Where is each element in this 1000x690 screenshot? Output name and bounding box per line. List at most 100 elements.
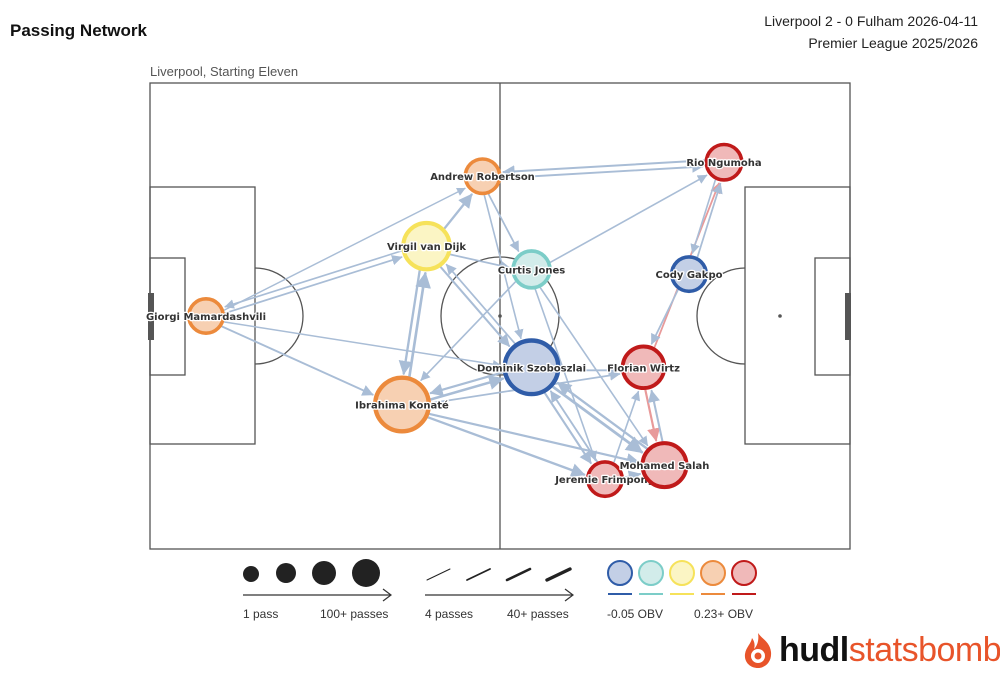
- player-name-label: Rio Ngumoha: [686, 158, 761, 169]
- left-penalty-arc: [254, 267, 304, 365]
- legend-obv-swatch-mid-low: [638, 560, 664, 586]
- player-node-circle: [704, 142, 744, 182]
- player-node-circle: [640, 441, 689, 490]
- right-penalty-area: [744, 186, 851, 445]
- pass-line: [623, 470, 642, 483]
- player-node-circle: [502, 338, 561, 397]
- centre-spot: [498, 314, 502, 318]
- pass-line: [650, 289, 679, 345]
- pass-line: [224, 250, 403, 309]
- pass-line: [500, 161, 704, 180]
- legend-obv-swatch-mid-high: [700, 560, 726, 586]
- match-result: Liverpool 2 - 0 Fulham 2026-04-11: [764, 13, 978, 29]
- player-node-circle: [463, 157, 502, 196]
- right-penalty-spot: [778, 314, 782, 318]
- player-node: Jeremie Frimpong: [553, 460, 656, 499]
- player-name-label: Curtis Jones: [498, 265, 566, 276]
- legend-width-line: [505, 567, 532, 582]
- pass-line: [223, 187, 466, 311]
- player-node: Virgil van Dijk: [386, 220, 468, 272]
- pass-line: [439, 266, 511, 347]
- legend-width-line: [466, 568, 491, 581]
- legend-size-dot: [276, 563, 296, 583]
- legend-obv-swatch-low: [607, 560, 633, 586]
- player-node-circle: [401, 220, 452, 272]
- team-label: Liverpool, Starting Eleven: [150, 64, 299, 79]
- brand-wordmark-statsbomb: statsbomb: [848, 631, 1000, 669]
- legend-obv-swatch-high: [731, 560, 757, 586]
- right-goal: [845, 293, 851, 340]
- player-name-label: Giorgi Mamardashvili: [146, 312, 266, 323]
- pass-line: [556, 381, 649, 450]
- pass-line: [429, 371, 505, 397]
- player-node-circle: [373, 375, 432, 434]
- pass-line: [696, 182, 723, 258]
- player-node-circle: [585, 460, 624, 499]
- brand-wordmark-hudl: hudl: [779, 631, 849, 669]
- pass-line: [487, 193, 520, 252]
- player-node: Florian Wirtz: [606, 344, 681, 391]
- player-name-label: Cody Gakpo: [655, 270, 722, 281]
- match-info: Liverpool 2 - 0 Fulham 2026-04-11 Premie…: [764, 10, 978, 54]
- pass-line: [426, 416, 586, 477]
- pass-line: [551, 385, 644, 454]
- player-node: Mohamed Salah: [618, 441, 711, 490]
- pass-line: [398, 269, 421, 375]
- legend-width-min-label: 4 passes: [425, 607, 474, 621]
- pass-line: [502, 159, 706, 178]
- player-node: Giorgi Mamardashvili: [145, 296, 267, 335]
- player-node-circle: [187, 296, 226, 335]
- legend-size-min-label: 1 pass: [243, 607, 279, 621]
- legend: [243, 559, 757, 602]
- pass-line: [549, 174, 708, 263]
- player-node: Rio Ngumoha: [685, 142, 763, 182]
- pass-line: [543, 391, 592, 465]
- pass-line: [420, 281, 517, 382]
- player-node-circle: [620, 344, 667, 391]
- legend-size: [243, 559, 380, 587]
- legend-width: [426, 567, 572, 582]
- pass-line: [223, 321, 502, 369]
- player-nodes: Giorgi Mamardashvili Andrew RobertsonVirg…: [145, 142, 763, 499]
- player-node: Curtis Jones: [497, 249, 567, 290]
- player-name-label: Andrew Robertson: [430, 172, 535, 183]
- pass-line: [549, 390, 598, 463]
- pass-lines: [221, 159, 723, 483]
- player-node-circle: [669, 255, 708, 294]
- right-penalty-arc: [696, 267, 746, 365]
- player-name-label: Virgil van Dijk: [387, 242, 466, 253]
- statsbomb-flame-icon: [744, 633, 772, 668]
- player-name-label: Jeremie Frimpong: [554, 475, 655, 486]
- pass-line: [224, 255, 403, 314]
- legend-obv-swatch-mid: [669, 560, 695, 586]
- legend-width-max-label: 40+ passes: [507, 607, 569, 621]
- legend-width-line: [426, 568, 451, 581]
- brand-wordmark: hudlstatsbomb: [779, 628, 1000, 672]
- pass-line: [221, 325, 374, 396]
- pass-line: [428, 412, 640, 466]
- legend-size-max-label: 100+ passes: [320, 607, 389, 621]
- legend-obv-min-label: -0.05 OBV: [607, 607, 664, 621]
- right-six-yard-box: [814, 257, 851, 376]
- player-node: Cody Gakpo: [654, 255, 724, 294]
- legend-width-line: [545, 567, 572, 582]
- player-node: Ibrahima Konaté: [354, 375, 450, 434]
- player-node-circle: [511, 249, 552, 290]
- legend-obv-max-label: 0.23+ OBV: [694, 607, 754, 621]
- page-title: Passing Network: [10, 21, 147, 40]
- legend-size-dot: [312, 561, 336, 585]
- pass-line: [644, 389, 661, 442]
- pass-line: [408, 271, 431, 378]
- player-name-label: Ibrahima Konaté: [355, 400, 449, 412]
- pass-line: [445, 263, 516, 345]
- pass-line: [443, 193, 473, 230]
- legend-width-arrowhead: [564, 588, 574, 602]
- player-node: Dominik Szoboszlai: [476, 338, 587, 397]
- player-name-label: Mohamed Salah: [620, 461, 710, 472]
- player-node: Andrew Robertson: [429, 157, 536, 196]
- pass-line: [690, 179, 717, 254]
- left-goal: [148, 293, 154, 340]
- pass-line: [613, 390, 641, 463]
- brand-logo: hudlstatsbomb: [740, 628, 1000, 672]
- pass-line: [534, 288, 597, 462]
